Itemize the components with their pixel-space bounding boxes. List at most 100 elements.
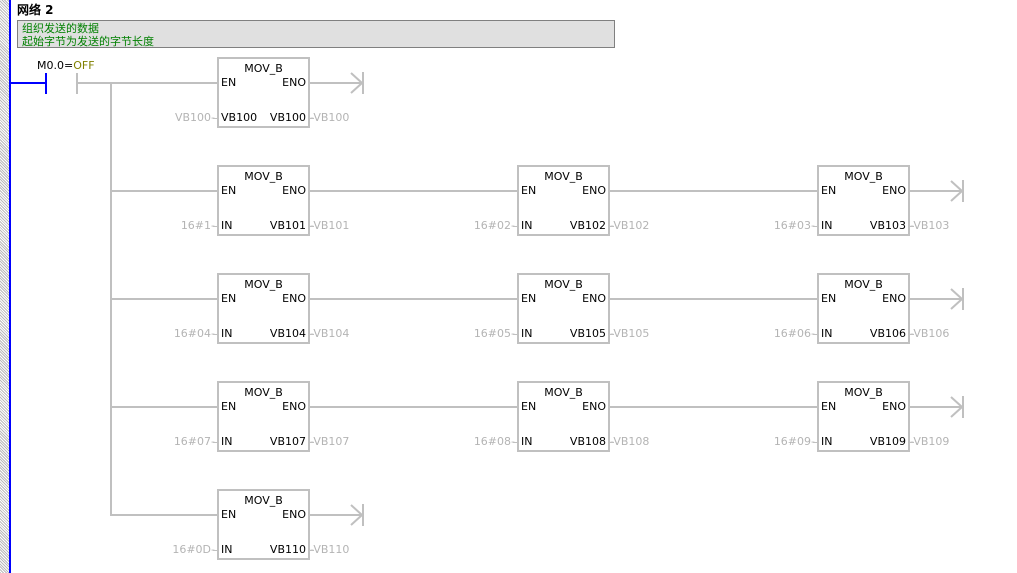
out-stub [610, 226, 614, 227]
branch-wire [110, 190, 217, 192]
in-pin-label: IN [821, 435, 833, 448]
mov-b-box[interactable] [517, 381, 610, 452]
in-value[interactable]: 16#07- [173, 435, 215, 448]
out-stub [310, 442, 314, 443]
en-pin-label: EN [221, 292, 237, 305]
in-value[interactable]: 16#03- [773, 219, 815, 232]
in-pin-label: VB100 [221, 111, 258, 124]
out-pin-label: VB103 [869, 219, 906, 232]
box-title: MOV_B [244, 494, 283, 507]
in-stub [213, 226, 217, 227]
in-value[interactable]: 16#06- [773, 327, 815, 340]
end-bar [962, 288, 964, 310]
box-title: MOV_B [844, 386, 883, 399]
en-pin-label: EN [521, 400, 537, 413]
en-pin-label: EN [821, 292, 837, 305]
eno-pin-label: ENO [582, 400, 606, 413]
out-value[interactable]: -VB104 [310, 327, 350, 340]
in-pin-label: IN [521, 327, 533, 340]
out-pin-label: VB109 [869, 435, 906, 448]
contact-equals: = [63, 59, 74, 72]
in-stub [513, 226, 517, 227]
out-value[interactable]: -VB102 [610, 219, 650, 232]
eno-pin-label: ENO [882, 184, 906, 197]
mov-b-box[interactable] [817, 381, 910, 452]
out-value[interactable]: -VB110 [310, 543, 350, 556]
mov-b-box[interactable] [217, 57, 310, 128]
in-stub [213, 334, 217, 335]
out-stub [910, 334, 914, 335]
out-value[interactable]: -VB103 [910, 219, 950, 232]
out-value[interactable]: -VB107 [310, 435, 350, 448]
out-pin-label: VB102 [569, 219, 606, 232]
end-bar [962, 396, 964, 418]
out-stub [910, 226, 914, 227]
en-pin-label: EN [221, 400, 237, 413]
box-title: MOV_B [244, 170, 283, 183]
box-title: MOV_B [844, 278, 883, 291]
eno-pin-label: ENO [282, 292, 306, 305]
branch-wire [110, 298, 217, 300]
contact-state: OFF [73, 59, 95, 72]
mov-b-box[interactable] [217, 273, 310, 344]
eno-wire [910, 406, 962, 408]
out-pin-label: VB107 [269, 435, 306, 448]
out-stub [610, 442, 614, 443]
out-value[interactable]: -VB100 [310, 111, 350, 124]
in-value[interactable]: 16#1- [180, 219, 215, 232]
end-bar [362, 504, 364, 526]
in-pin-label: IN [521, 435, 533, 448]
out-value[interactable]: -VB108 [610, 435, 650, 448]
mov-b-box[interactable] [217, 489, 310, 560]
in-pin-label: IN [521, 219, 533, 232]
arrow-end-icon [950, 180, 964, 202]
in-pin-label: IN [821, 219, 833, 232]
in-value[interactable]: 16#09- [773, 435, 815, 448]
in-stub [813, 442, 817, 443]
en-pin-label: EN [221, 76, 237, 89]
in-value[interactable]: VB100- [174, 111, 215, 124]
eno-wire [310, 514, 362, 516]
network-comment[interactable]: 组织发送的数据 起始字节为发送的字节长度 [17, 20, 615, 48]
in-value[interactable]: 16#05- [473, 327, 515, 340]
mov-b-box[interactable] [217, 165, 310, 236]
branch-wire [110, 406, 217, 408]
in-stub [213, 442, 217, 443]
eno-wire [610, 190, 817, 192]
out-pin-label: VB100 [269, 111, 306, 124]
in-value[interactable]: 16#02- [473, 219, 515, 232]
mov-b-box[interactable] [217, 381, 310, 452]
in-stub [813, 334, 817, 335]
mov-b-box[interactable] [517, 273, 610, 344]
mov-b-box[interactable] [817, 273, 910, 344]
eno-wire [910, 298, 962, 300]
out-value[interactable]: -VB105 [610, 327, 650, 340]
out-pin-label: VB108 [569, 435, 606, 448]
en-pin-label: EN [221, 508, 237, 521]
out-value[interactable]: -VB101 [310, 219, 350, 232]
eno-pin-label: ENO [282, 508, 306, 521]
network-title[interactable]: 网络 2 [17, 3, 54, 17]
in-stub [513, 442, 517, 443]
in-stub [513, 334, 517, 335]
en-pin-label: EN [221, 184, 237, 197]
in-value[interactable]: 16#0D- [172, 543, 215, 556]
in-value[interactable]: 16#04- [173, 327, 215, 340]
arrow-end-icon [950, 288, 964, 310]
contact-to-box-wire [76, 82, 217, 84]
out-value[interactable]: -VB109 [910, 435, 950, 448]
eno-pin-label: ENO [882, 292, 906, 305]
out-value[interactable]: -VB106 [910, 327, 950, 340]
in-pin-label: IN [221, 219, 233, 232]
in-value[interactable]: 16#08- [473, 435, 515, 448]
out-stub [310, 334, 314, 335]
eno-pin-label: ENO [582, 292, 606, 305]
end-bar [962, 180, 964, 202]
arrow-end-icon [950, 396, 964, 418]
in-stub [213, 118, 217, 119]
contact-left-bar[interactable] [45, 73, 47, 94]
mov-b-box[interactable] [517, 165, 610, 236]
comment-line-1: 组织发送的数据 [22, 22, 99, 35]
mov-b-box[interactable] [817, 165, 910, 236]
comment-line-2: 起始字节为发送的字节长度 [22, 35, 154, 48]
